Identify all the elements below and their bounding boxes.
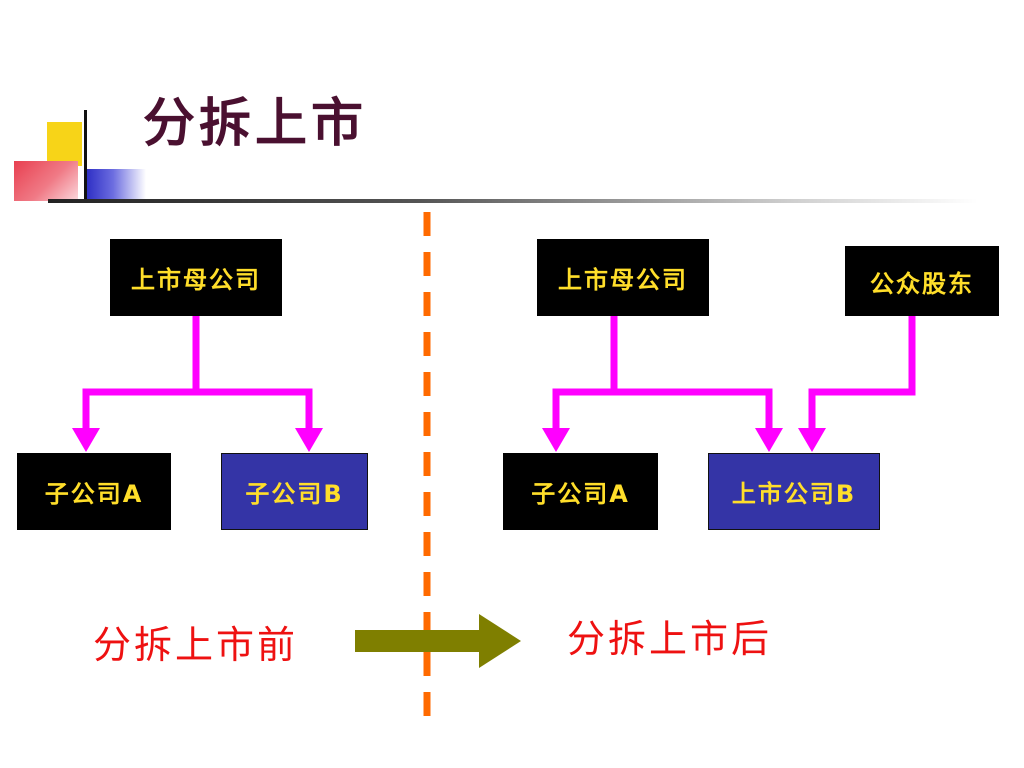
before-subsidiary-a: 子公司A: [17, 453, 171, 530]
before-parent-company: 上市母公司: [110, 239, 282, 316]
after-arrowhead-b-public: [798, 428, 826, 452]
title-decor-red-square: [14, 161, 78, 201]
after-arrowhead-a: [542, 428, 570, 452]
before-subsidiary-b: 子公司B: [221, 453, 368, 530]
after-parent-company: 上市母公司: [537, 239, 709, 316]
title-underline: [48, 199, 978, 203]
after-listed-company-b: 上市公司B: [708, 453, 880, 530]
after-parent-branch: [552, 388, 773, 430]
after-public-connector: [808, 316, 916, 430]
title-decor-vertical-line: [84, 110, 87, 202]
after-subsidiary-a: 子公司A: [503, 453, 658, 530]
title-decor-yellow-square: [47, 122, 82, 166]
after-arrowhead-b-parent: [755, 428, 783, 452]
before-arrowhead-a: [72, 428, 100, 452]
page-title: 分拆上市: [143, 93, 368, 154]
before-arrowhead-b: [295, 428, 323, 452]
right-arrow-icon: [355, 614, 521, 668]
before-caption: 分拆上市前: [93, 623, 299, 667]
after-public-shareholders: 公众股东: [845, 246, 999, 316]
title-decor-blue-bar: [86, 169, 146, 200]
after-caption: 分拆上市后: [567, 617, 773, 661]
before-branch: [82, 388, 313, 430]
